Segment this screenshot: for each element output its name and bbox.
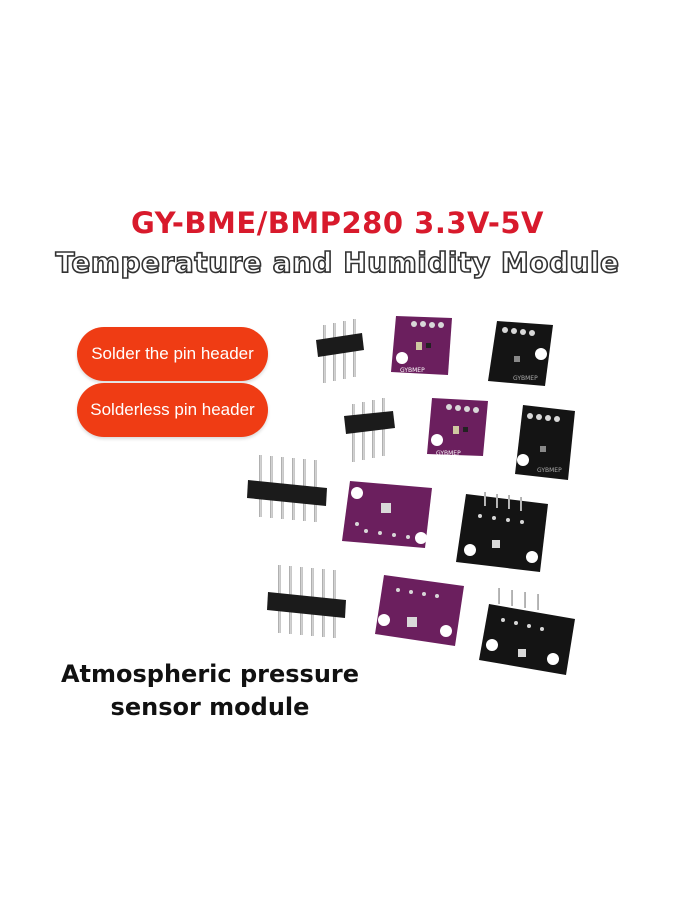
board-marking: GYBMEP bbox=[513, 375, 538, 382]
purple-board-2: GYBMEP bbox=[427, 398, 488, 457]
black-board-1: GYBMEP bbox=[488, 321, 553, 386]
pin-header-6-bottom bbox=[267, 565, 346, 638]
caption-line-1: Atmospheric pressure bbox=[60, 660, 360, 688]
board-marking: GYBMEP bbox=[436, 450, 461, 457]
black-board-4 bbox=[479, 588, 575, 675]
pin-header-6-middle bbox=[247, 455, 327, 522]
solder-pin-header-button[interactable]: Solder the pin header bbox=[77, 327, 268, 381]
title-line-2: Temperature and Humidity Module bbox=[55, 245, 620, 280]
solderless-pin-header-button[interactable]: Solderless pin header bbox=[77, 383, 268, 437]
board-marking: GYBMEP bbox=[537, 467, 562, 474]
caption-line-2: sensor module bbox=[110, 693, 310, 721]
pin-header-4-middle bbox=[344, 398, 395, 462]
purple-board-4 bbox=[375, 575, 464, 646]
title-line-1: GY-BME/BMP280 3.3V-5V bbox=[130, 206, 545, 240]
black-board-3 bbox=[456, 492, 548, 572]
pin-header-4-top bbox=[316, 319, 364, 383]
purple-board-3 bbox=[342, 481, 432, 548]
black-board-2: GYBMEP bbox=[515, 405, 575, 480]
board-marking: GYBMEP bbox=[400, 367, 425, 374]
product-caption: Atmospheric pressure sensor module bbox=[60, 658, 360, 724]
purple-board-1: GYBMEP bbox=[391, 316, 452, 375]
